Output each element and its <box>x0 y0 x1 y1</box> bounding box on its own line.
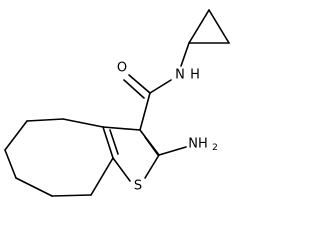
bond-ring-1 <box>62 118 104 128</box>
bond-c3a-c3 <box>102 126 141 131</box>
atom-oxygen: O <box>117 61 127 76</box>
bond-ring-3 <box>4 120 28 151</box>
bond-cyclopropyl-2 <box>208 9 230 44</box>
bond-ring-7 <box>90 157 114 196</box>
bond-c2-s <box>144 154 160 179</box>
chemical-structure: O N H NH 2 S <box>4 9 230 197</box>
bond-cyclopropyl-1 <box>188 9 210 44</box>
bond-carbonyl-c3 <box>139 92 151 131</box>
bond-ring-5 <box>15 177 53 197</box>
atom-amide-nitrogen: N <box>175 68 185 83</box>
bond-cyclopropyl-n <box>180 42 190 67</box>
atom-amide-hydrogen: H <box>190 68 200 83</box>
bond-c7a-c3a-inner <box>109 129 119 155</box>
atom-amino-subscript: 2 <box>212 143 218 153</box>
bond-ring-6 <box>51 194 92 197</box>
bond-n-carbonyl <box>149 79 172 94</box>
bond-carbonyl-o-2 <box>123 79 145 99</box>
bond-ring-4 <box>4 149 17 179</box>
bond-ring-2 <box>26 118 64 122</box>
bond-carbonyl-o-1 <box>128 74 151 94</box>
structure-canvas: O N H NH 2 S <box>4 9 230 197</box>
bond-c2-c3-inner <box>144 136 159 156</box>
bond-c7a-c3a <box>102 126 114 159</box>
atom-amino-group: NH <box>188 137 208 152</box>
bond-s-c7a <box>112 157 131 182</box>
atom-sulfur: S <box>134 179 142 194</box>
bond-c2-nh2 <box>158 146 187 156</box>
